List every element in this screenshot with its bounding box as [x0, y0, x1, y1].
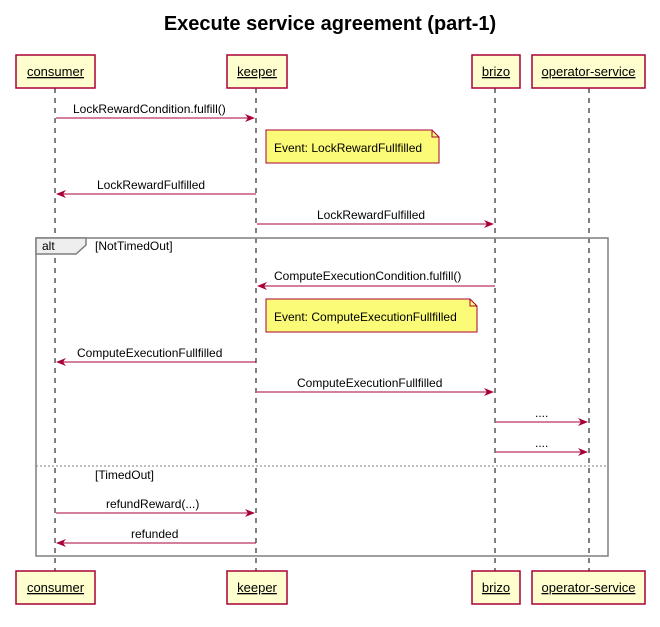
note-label: Event: LockRewardFullfilled [274, 141, 422, 155]
message-label: LockRewardFulfilled [317, 208, 425, 222]
message-label: .... [535, 436, 548, 450]
participant-label: brizo [482, 64, 510, 79]
message-lock-reward-fulfilled-to-consumer: LockRewardFulfilled [56, 178, 256, 198]
participants-bottom: consumer keeper brizo operator-service [15, 570, 646, 605]
participant-label: brizo [482, 580, 510, 595]
participant-consumer-top: consumer [15, 54, 96, 89]
message-label: LockRewardFulfilled [97, 178, 205, 192]
message-lock-reward-fulfilled-to-brizo: LockRewardFulfilled [257, 208, 494, 228]
note-label: Event: ComputeExecutionFullfilled [274, 310, 457, 324]
message-label: ComputeExecutionFullfilled [297, 376, 442, 390]
participant-keeper-bottom: keeper [226, 570, 288, 605]
message-compute-execution-condition-fulfill: ComputeExecutionCondition.fulfill() [257, 269, 495, 290]
participants-top: consumer keeper brizo operator-service [15, 54, 646, 89]
lifelines [54, 88, 590, 571]
message-label: LockRewardCondition.fulfill() [73, 102, 226, 116]
message-label: .... [535, 406, 548, 420]
participant-label: operator-service [542, 64, 636, 79]
message-label: ComputeExecutionCondition.fulfill() [274, 269, 461, 283]
participant-brizo-top: brizo [471, 54, 521, 89]
message-label: refunded [131, 527, 178, 541]
message-compute-execution-fullfilled-to-brizo: ComputeExecutionFullfilled [257, 376, 494, 396]
message-ellipsis-2: .... [496, 436, 588, 456]
participant-consumer-bottom: consumer [15, 570, 96, 605]
message-label: ComputeExecutionFullfilled [77, 346, 222, 360]
participant-label: consumer [27, 64, 85, 79]
participant-operator-service-top: operator-service [531, 54, 646, 89]
message-compute-execution-fullfilled-to-consumer: ComputeExecutionFullfilled [56, 346, 256, 366]
message-refunded: refunded [56, 527, 256, 547]
participant-label: operator-service [542, 580, 636, 595]
participant-operator-service-bottom: operator-service [531, 570, 646, 605]
diagram-title: Execute service agreement (part-1) [164, 13, 496, 35]
participant-label: keeper [237, 64, 277, 79]
message-label: refundReward(...) [106, 497, 199, 511]
participant-label: consumer [27, 580, 85, 595]
note: Event: LockRewardFullfilled [265, 129, 440, 164]
alt-group-tab [35, 237, 87, 255]
alt-keyword: alt [42, 239, 55, 253]
participant-brizo-bottom: brizo [471, 570, 521, 605]
alt-group-frame [35, 237, 609, 557]
note: Event: ComputeExecutionFullfilled [265, 298, 478, 333]
message-ellipsis-1: .... [496, 406, 588, 426]
alt-group: alt [NotTimedOut] [TimedOut] [35, 237, 609, 557]
alt-branch-label: [NotTimedOut] [95, 239, 173, 253]
message-refund-reward: refundReward(...) [56, 497, 255, 517]
participant-label: keeper [237, 580, 277, 595]
message-lock-reward-condition-fulfill: LockRewardCondition.fulfill() [56, 102, 255, 122]
participant-keeper-top: keeper [226, 54, 288, 89]
alt-branch-label: [TimedOut] [95, 468, 154, 482]
